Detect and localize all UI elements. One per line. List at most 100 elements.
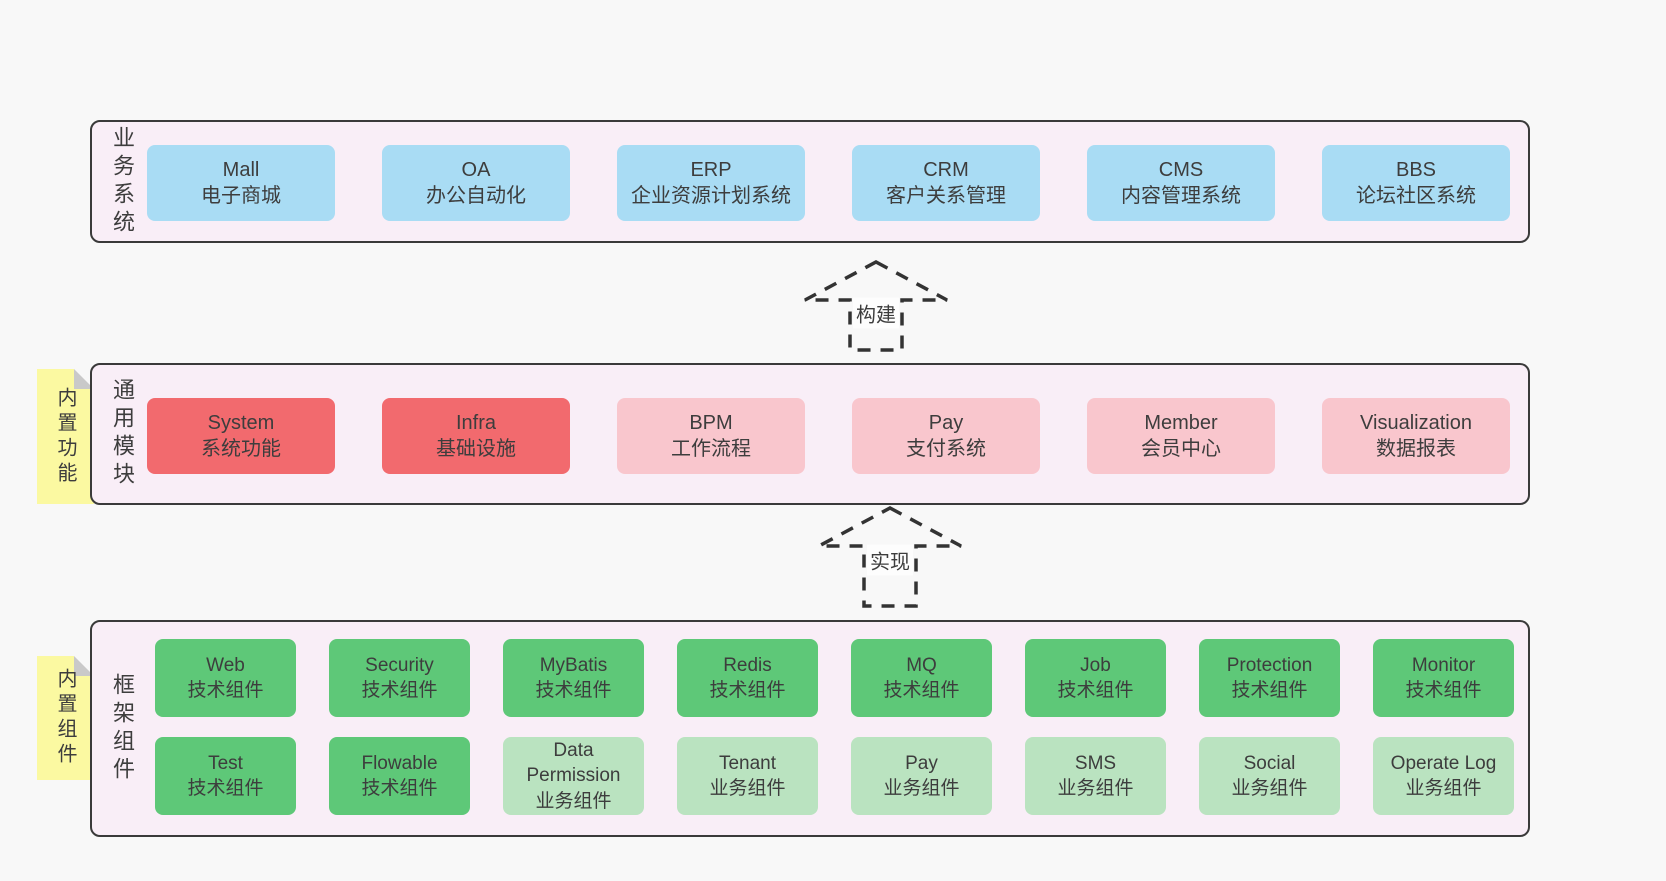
panel-common-modules: 通用模块 System 系统功能 Infra 基础设施 BPM 工作流程 Pay 支付系统 Me…: [90, 363, 1530, 505]
box-title: Security: [365, 654, 434, 676]
box-title: CRM: [923, 158, 969, 181]
box-title: Operate Log: [1390, 752, 1497, 774]
box-title: Web: [206, 654, 245, 676]
box-title: Pay: [928, 411, 964, 434]
box-infra: Infra 基础设施: [382, 398, 570, 474]
box-title: Visualization: [1360, 411, 1472, 434]
box-subtitle: 支付系统: [906, 438, 986, 460]
box-title: Test: [208, 752, 243, 774]
box-title: Mall: [222, 158, 260, 181]
box-row: Mall 电子商城 OA 办公自动化 ERP 企业资源计划系统 CRM 客户关系管理 CMS 内容…: [147, 145, 1510, 221]
box-subtitle: 技术组件: [361, 778, 438, 799]
box-redis: Redis 技术组件: [677, 639, 818, 717]
box-social: Social 业务组件: [1199, 737, 1340, 815]
box-security: Security 技术组件: [329, 639, 470, 717]
box-subtitle: 电子商城: [201, 185, 281, 207]
box-sms: SMS 业务组件: [1025, 737, 1166, 815]
box-title: Protection: [1226, 654, 1313, 676]
box-subtitle: 办公自动化: [426, 185, 526, 207]
box-bbs: BBS 论坛社区系统: [1322, 145, 1510, 221]
box-title: OA: [461, 158, 491, 181]
box-subtitle: 业务组件: [535, 790, 612, 812]
box-title: Data Permission: [526, 740, 621, 787]
box-subtitle: 企业资源计划系统: [631, 185, 791, 207]
box-title: Social: [1243, 752, 1296, 774]
box-monitor: Monitor 技术组件: [1373, 639, 1514, 717]
box-tenant: Tenant 业务组件: [677, 737, 818, 815]
box-title: CMS: [1158, 158, 1204, 181]
box-pay: Pay 业务组件: [851, 737, 992, 815]
box-mq: MQ 技术组件: [851, 639, 992, 717]
box-crm: CRM 客户关系管理: [852, 145, 1040, 221]
box-web: Web 技术组件: [155, 639, 296, 717]
box-member: Member 会员中心: [1087, 398, 1275, 474]
box-oa: OA 办公自动化: [382, 145, 570, 221]
box-title: System: [207, 411, 275, 434]
arrow-label-implement: 实现: [867, 544, 913, 576]
box-pay: Pay 支付系统: [852, 398, 1040, 474]
box-subtitle: 技术组件: [535, 680, 612, 701]
box-subtitle: 数据报表: [1376, 438, 1456, 460]
box-title: Pay: [905, 752, 938, 774]
box-subtitle: 业务组件: [883, 778, 960, 799]
box-subtitle: 基础设施: [436, 438, 516, 460]
arrow-label-build: 构建: [853, 297, 899, 329]
box-subtitle: 客户关系管理: [886, 185, 1006, 207]
box-erp: ERP 企业资源计划系统: [617, 145, 805, 221]
box-title: BPM: [689, 411, 733, 434]
panel-business-systems: 业务系统 Mall 电子商城 OA 办公自动化 ERP 企业资源计划系统 CRM 客户关系管理…: [90, 120, 1530, 243]
panel-side-label: 框架组件: [110, 672, 135, 785]
box-subtitle: 技术组件: [883, 680, 960, 701]
box-data-permission: Data Permission 业务组件: [503, 737, 644, 815]
box-cms: CMS 内容管理系统: [1087, 145, 1275, 221]
box-subtitle: 系统功能: [201, 438, 281, 460]
box-mybatis: MyBatis 技术组件: [503, 639, 644, 717]
box-bpm: BPM 工作流程: [617, 398, 805, 474]
box-title: Job: [1080, 654, 1111, 676]
box-row: System 系统功能 Infra 基础设施 BPM 工作流程 Pay 支付系统 Member 会…: [147, 398, 1510, 474]
box-subtitle: 技术组件: [1405, 680, 1482, 701]
box-test: Test 技术组件: [155, 737, 296, 815]
sticky-note-built-in-components: 内置组件: [37, 656, 94, 780]
box-system: System 系统功能: [147, 398, 335, 474]
box-job: Job 技术组件: [1025, 639, 1166, 717]
box-title: MQ: [906, 654, 937, 676]
panel-side-label: 通用模块: [110, 378, 135, 490]
box-mall: Mall 电子商城: [147, 145, 335, 221]
box-title: Infra: [455, 411, 497, 434]
box-visualization: Visualization 数据报表: [1322, 398, 1510, 474]
box-title: MyBatis: [539, 654, 608, 676]
box-flowable: Flowable 技术组件: [329, 737, 470, 815]
box-subtitle: 技术组件: [709, 680, 786, 701]
box-title: Member: [1144, 411, 1218, 434]
box-title: BBS: [1395, 158, 1437, 181]
box-subtitle: 技术组件: [187, 778, 264, 799]
box-subtitle: 业务组件: [1231, 778, 1308, 799]
box-title: Flowable: [361, 752, 438, 774]
box-subtitle: 工作流程: [671, 438, 751, 460]
box-subtitle: 会员中心: [1141, 438, 1221, 460]
sticky-note-built-in-features: 内置功能: [37, 369, 94, 504]
box-subtitle: 内容管理系统: [1121, 185, 1241, 207]
box-subtitle: 技术组件: [187, 680, 264, 701]
sticky-note-label: 内置组件: [54, 668, 76, 768]
box-subtitle: 业务组件: [1405, 778, 1482, 799]
sticky-note-label: 内置功能: [54, 386, 76, 487]
box-subtitle: 技术组件: [1231, 680, 1308, 701]
panel-side-label: 业务系统: [110, 125, 135, 238]
box-subtitle: 业务组件: [1057, 778, 1134, 799]
box-subtitle: 技术组件: [1057, 680, 1134, 701]
box-subtitle: 论坛社区系统: [1356, 185, 1476, 207]
box-subtitle: 技术组件: [361, 680, 438, 701]
box-title: SMS: [1074, 752, 1117, 774]
box-title: Tenant: [718, 752, 777, 774]
box-subtitle: 业务组件: [709, 778, 786, 799]
box-title: Redis: [723, 654, 772, 676]
box-protection: Protection 技术组件: [1199, 639, 1340, 717]
box-title: ERP: [690, 158, 732, 181]
box-title: Monitor: [1411, 654, 1476, 676]
box-operate-log: Operate Log 业务组件: [1373, 737, 1514, 815]
